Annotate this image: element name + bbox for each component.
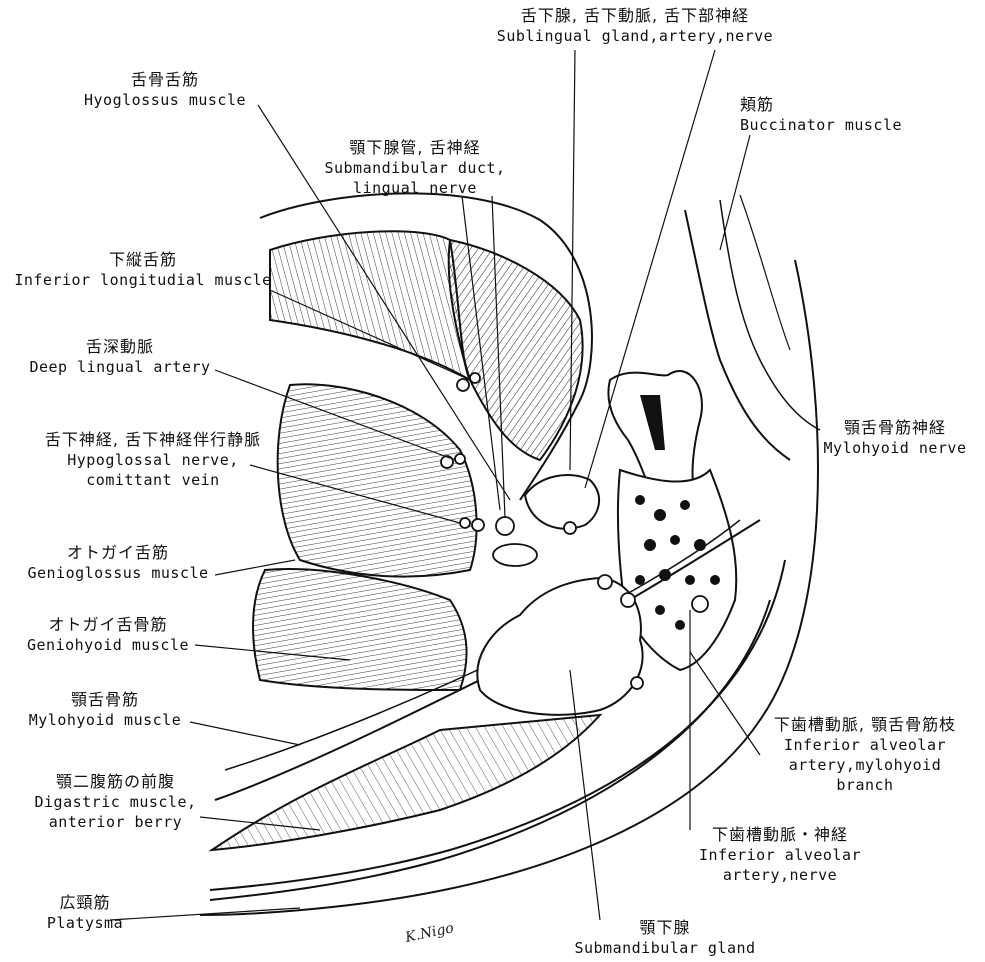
label-inferior-alveolar-branch-en3: branch [755,775,975,795]
label-mylohyoid-muscle-jp: 顎舌骨筋 [20,690,190,710]
label-inferior-alveolar-branch: 下歯槽動脈, 顎舌骨筋枝 Inferior alveolar artery,my… [755,715,975,795]
label-mylohyoid-nerve-jp: 顎舌骨筋神経 [815,418,975,438]
label-deep-lingual: 舌深動脈 Deep lingual artery [20,337,220,377]
label-inferior-alveolar-branch-en2: artery,mylohyoid [755,755,975,775]
label-inferior-alveolar-nerve-en2: artery,nerve [680,865,880,885]
inferior-longitudinal [270,231,470,380]
label-submandibular-gland: 顎下腺 Submandibular gland [560,918,770,958]
label-hyoglossus-en: Hyoglossus muscle [70,90,260,110]
label-submandibular-gland-jp: 顎下腺 [560,918,770,938]
label-platysma: 広頸筋 Platysma [40,893,130,933]
submandibular-gland [477,578,642,715]
label-inferior-longitudinal-en: Inferior longitudial muscle [8,270,278,290]
label-inferior-alveolar-nerve-jp: 下歯槽動脈・神経 [680,825,880,845]
label-inferior-alveolar-branch-jp: 下歯槽動脈, 顎舌骨筋枝 [755,715,975,735]
label-hypoglossal-jp: 舌下神経, 舌下神経伴行静脈 [18,430,288,450]
label-platysma-jp: 広頸筋 [40,893,130,913]
label-digastric: 顎二腹筋の前腹 Digastric muscle, anterior berry [18,772,213,832]
label-buccinator: 頬筋 Buccinator muscle [740,95,940,135]
label-genioglossus-jp: オトガイ舌筋 [18,543,218,563]
label-inferior-longitudinal-jp: 下縦舌筋 [8,250,278,270]
label-geniohyoid-jp: オトガイ舌骨筋 [18,615,198,635]
label-mylohyoid-muscle-en: Mylohyoid muscle [20,710,190,730]
geniohyoid [253,569,467,690]
deep-lingual-artery [457,379,469,391]
label-hypoglossal-en2: comittant vein [18,470,288,490]
label-digastric-en2: anterior berry [18,812,213,832]
sublingual-gland [525,475,599,529]
label-buccinator-jp: 頬筋 [740,95,940,115]
hyoglossus [449,240,583,460]
submandibular-duct [493,544,537,566]
label-sublingual-jp: 舌下腺, 舌下動脈, 舌下部神経 [475,6,795,26]
label-geniohyoid-en: Geniohyoid muscle [18,635,198,655]
label-submandibular-duct-en2: lingual nerve [310,178,520,198]
label-deep-lingual-jp: 舌深動脈 [20,337,220,357]
label-submandibular-duct-jp: 顎下腺管, 舌神経 [310,138,520,158]
label-sublingual: 舌下腺, 舌下動脈, 舌下部神経 Sublingual gland,artery… [475,6,795,46]
label-submandibular-gland-en: Submandibular gland [560,938,770,958]
label-inferior-longitudinal: 下縦舌筋 Inferior longitudial muscle [8,250,278,290]
label-sublingual-en: Sublingual gland,artery,nerve [475,26,795,46]
label-buccinator-en: Buccinator muscle [740,115,940,135]
label-geniohyoid: オトガイ舌骨筋 Geniohyoid muscle [18,615,198,655]
label-platysma-en: Platysma [40,913,130,933]
label-inferior-alveolar-nerve: 下歯槽動脈・神経 Inferior alveolar artery,nerve [680,825,880,885]
hypoglossal-vessel [441,456,453,468]
label-hypoglossal: 舌下神経, 舌下神経伴行静脈 Hypoglossal nerve, comitt… [18,430,288,490]
buccinator-outline [685,210,790,460]
label-deep-lingual-en: Deep lingual artery [20,357,220,377]
label-hyoglossus-jp: 舌骨舌筋 [70,70,260,90]
label-hypoglossal-en1: Hypoglossal nerve, [18,450,288,470]
label-digastric-en1: Digastric muscle, [18,792,213,812]
label-inferior-alveolar-nerve-en1: Inferior alveolar [680,845,880,865]
label-genioglossus: オトガイ舌筋 Genioglossus muscle [18,543,218,583]
label-mylohyoid-muscle: 顎舌骨筋 Mylohyoid muscle [20,690,190,730]
digastric-muscle [212,715,600,850]
label-mylohyoid-nerve-en: Mylohyoid nerve [815,438,975,458]
label-mylohyoid-nerve: 顎舌骨筋神経 Mylohyoid nerve [815,418,975,458]
label-inferior-alveolar-branch-en1: Inferior alveolar [755,735,975,755]
label-genioglossus-en: Genioglossus muscle [18,563,218,583]
label-submandibular-duct: 顎下腺管, 舌神経 Submandibular duct, lingual ne… [310,138,520,198]
label-submandibular-duct-en1: Submandibular duct, [310,158,520,178]
label-digastric-jp: 顎二腹筋の前腹 [18,772,213,792]
label-hyoglossus: 舌骨舌筋 Hyoglossus muscle [70,70,260,110]
